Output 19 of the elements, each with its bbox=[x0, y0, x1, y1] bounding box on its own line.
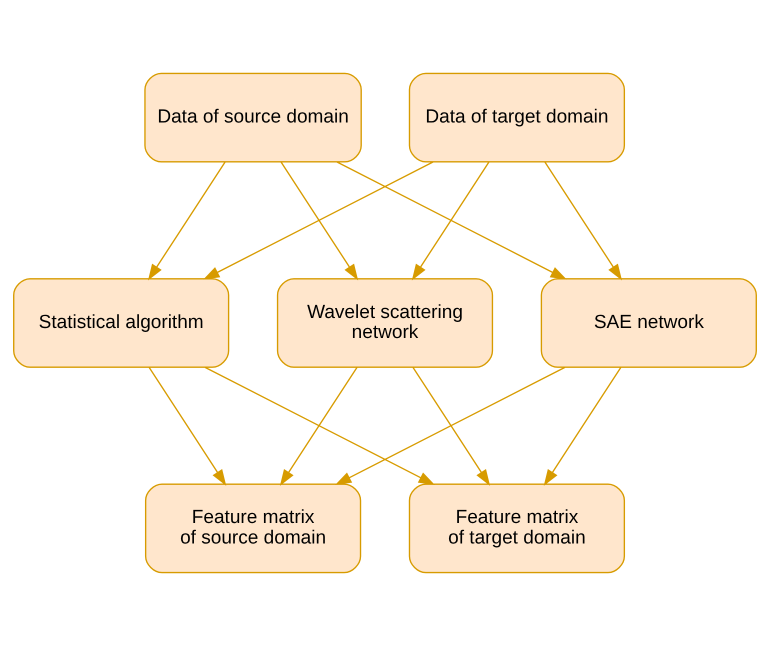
arrow bbox=[544, 162, 622, 280]
node-box: Feature matrix of source domain bbox=[144, 483, 362, 574]
node-box: Statistical algorithm bbox=[13, 278, 230, 368]
node-box: Wavelet scattering network bbox=[276, 278, 494, 368]
node-box: Feature matrix of target domain bbox=[408, 483, 626, 574]
arrow bbox=[280, 366, 358, 486]
node-box: Data of target domain bbox=[408, 72, 626, 163]
node-box: Data of source domain bbox=[144, 72, 362, 163]
arrow bbox=[203, 161, 434, 280]
arrow bbox=[204, 366, 435, 486]
arrow bbox=[335, 366, 566, 486]
arrow bbox=[336, 161, 567, 280]
arrow bbox=[148, 162, 226, 280]
arrow bbox=[148, 366, 226, 486]
arrow bbox=[280, 162, 358, 280]
arrow bbox=[412, 162, 490, 280]
arrow bbox=[412, 366, 490, 486]
node-box: SAE network bbox=[540, 278, 757, 368]
arrow bbox=[544, 366, 622, 486]
